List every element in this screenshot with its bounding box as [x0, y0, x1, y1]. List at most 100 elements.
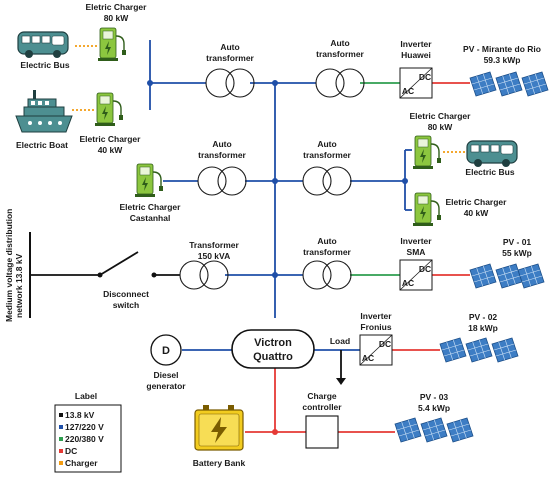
svg-text:5.4 kWp: 5.4 kWp — [418, 403, 450, 413]
transformer-150kva: Transformer 150 kVA — [179, 240, 239, 290]
svg-text:Inverter: Inverter — [400, 236, 432, 246]
ac380-wires — [350, 82, 400, 276]
charger-5-name: Eletric Charger — [446, 197, 508, 207]
charger-2: Eletric Charger 40 kW — [80, 92, 141, 155]
legend-swatch — [59, 437, 63, 441]
svg-text:Transformer: Transformer — [189, 240, 239, 250]
lv-wires — [149, 40, 412, 351]
bus-icon — [17, 31, 69, 59]
svg-text:Inverter: Inverter — [400, 39, 432, 49]
auto-transformer-4: Auto transformer — [302, 139, 352, 196]
svg-text:Battery Bank: Battery Bank — [193, 458, 246, 468]
svg-text:controller: controller — [302, 402, 342, 412]
svg-text:DC: DC — [419, 264, 431, 274]
svg-text:generator: generator — [146, 381, 186, 391]
legend-item-label: DC — [65, 446, 77, 456]
svg-text:transformer: transformer — [303, 150, 351, 160]
boat-label: Electric Boat — [16, 140, 68, 150]
auto-transformer-3: Auto transformer — [197, 139, 247, 196]
solar-panel-icon — [469, 263, 545, 289]
svg-text:PV - Mirante do Rio: PV - Mirante do Rio — [463, 44, 541, 54]
svg-text:transformer: transformer — [206, 53, 254, 63]
svg-text:transformer: transformer — [316, 49, 364, 59]
legend-swatch — [59, 449, 63, 453]
inverter-fronius: Inverter Fronius DC AC — [359, 311, 393, 366]
electric-bus-2: Electric Bus — [465, 140, 518, 177]
charger-2-power: 40 kW — [98, 145, 124, 155]
svg-text:Auto: Auto — [317, 139, 336, 149]
svg-text:Auto: Auto — [220, 42, 239, 52]
svg-text:switch: switch — [113, 300, 139, 310]
svg-text:Diesel: Diesel — [153, 370, 178, 380]
svg-text:network 13.8 kV: network 13.8 kV — [14, 253, 24, 318]
svg-text:AC: AC — [402, 86, 414, 96]
ev-charger-icon — [94, 92, 124, 127]
inverter-huawei: Inverter Huawei DC AC — [399, 39, 433, 99]
svg-text:DC: DC — [419, 72, 431, 82]
bus-icon — [466, 140, 518, 168]
bus-2-label: Electric Bus — [465, 167, 514, 177]
charger-4-power: 80 kW — [428, 122, 454, 132]
svg-text:55 kWp: 55 kWp — [502, 248, 532, 258]
legend-swatch — [59, 425, 63, 429]
pv-03: PV - 03 5.4 kWp — [394, 392, 474, 443]
ev-charger-icon — [412, 135, 442, 170]
charger-4-name: Eletric Charger — [410, 111, 472, 121]
legend-item-label: 127/220 V — [65, 422, 104, 432]
battery-icon — [194, 405, 244, 451]
charger-1-name: Eletric Charger — [86, 2, 148, 12]
transformer-icon — [315, 68, 365, 98]
electric-bus-1: Electric Bus — [17, 31, 70, 70]
svg-text:Auto: Auto — [330, 38, 349, 48]
charger-5: Eletric Charger 40 kW — [412, 192, 508, 227]
disconnect-switch: Disconnect switch — [103, 289, 149, 310]
svg-text:Auto: Auto — [212, 139, 231, 149]
ev-charger-icon — [97, 27, 127, 62]
victron-quattro: Victron Quattro — [231, 329, 315, 369]
transformer-icon — [302, 166, 352, 196]
legend-swatch — [59, 413, 63, 417]
svg-text:transformer: transformer — [198, 150, 246, 160]
auto-transformer-6: Auto transformer — [302, 236, 352, 290]
transformer-icon — [302, 260, 352, 290]
boat-icon — [15, 90, 73, 133]
svg-text:DC: DC — [379, 339, 391, 349]
svg-text:Medium voltage distribution: Medium voltage distribution — [4, 209, 14, 322]
inverter-sma: Inverter SMA DC AC — [399, 236, 433, 291]
mv-wires — [30, 251, 342, 380]
svg-text:AC: AC — [402, 278, 414, 288]
svg-text:Auto: Auto — [317, 236, 336, 246]
svg-text:transformer: transformer — [303, 247, 351, 257]
transformer-icon — [197, 166, 247, 196]
charger-3: Eletric Charger Castanhal — [120, 163, 182, 223]
battery-bank: Battery Bank — [193, 405, 246, 468]
transformer-icon — [179, 260, 229, 290]
diesel-generator: D Diesel generator — [146, 334, 186, 391]
load-arrow — [336, 378, 346, 385]
svg-text:D: D — [162, 345, 170, 357]
charger-5-power: 40 kW — [464, 208, 490, 218]
legend-title: Label — [75, 391, 97, 401]
charger-1: Eletric Charger 80 kW — [86, 2, 148, 62]
charger-3-name: Eletric Charger — [120, 202, 182, 212]
svg-text:PV - 03: PV - 03 — [420, 392, 449, 402]
network-label: Medium voltage distribution network 13.8… — [4, 209, 24, 322]
bus-1-label: Electric Bus — [20, 60, 69, 70]
svg-text:Inverter: Inverter — [360, 311, 392, 321]
solar-panel-icon — [439, 337, 519, 363]
electric-boat: Electric Boat — [15, 90, 73, 150]
dc-wires — [245, 82, 470, 433]
solar-panel-icon — [394, 417, 474, 443]
charger-3-place: Castanhal — [130, 213, 171, 223]
svg-text:Huawei: Huawei — [401, 50, 431, 60]
svg-text:18 kWp: 18 kWp — [468, 323, 498, 333]
svg-text:Charge: Charge — [307, 391, 337, 401]
charger-1-power: 80 kW — [104, 13, 130, 23]
svg-text:Victron: Victron — [254, 337, 292, 349]
legend-swatch — [59, 461, 63, 465]
svg-text:Disconnect: Disconnect — [103, 289, 149, 299]
charger-4: Eletric Charger 80 kW — [410, 111, 472, 170]
svg-text:AC: AC — [362, 353, 374, 363]
svg-text:59.3 kWp: 59.3 kWp — [484, 55, 521, 65]
